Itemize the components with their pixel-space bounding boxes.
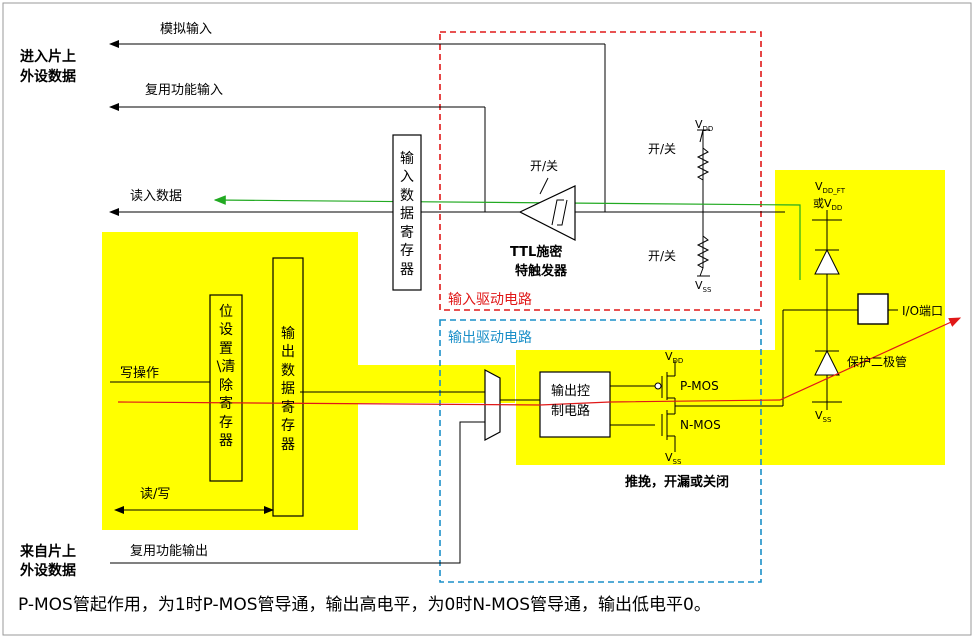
alt-func-output-label: 复用功能输出: [130, 544, 209, 559]
peripheral-in-label-2: 外设数据: [20, 69, 76, 85]
output-mosfets: [610, 310, 784, 452]
peripheral-out-label-2: 外设数据: [20, 563, 76, 579]
output-data-register-box: [272, 257, 304, 517]
input-driver-box: [439, 31, 762, 311]
alt-func-input-label: 复用功能输入: [145, 83, 224, 98]
input-data-register-label: 输入数据寄存器: [400, 151, 414, 278]
input-wires: [109, 40, 785, 268]
ttl-schmitt-label-2: 特触发器: [515, 264, 568, 279]
nmos-vss-label: VSS: [665, 451, 682, 467]
protect-vss-label: VSS: [815, 409, 832, 425]
peripheral-out-label-1: 来自片上: [20, 544, 76, 560]
output-wires: [110, 381, 540, 564]
peripheral-in-label-1: 进入片上: [20, 49, 76, 65]
caption: P-MOS管起作用，为1时P-MOS管导通，输出高电平，为0时N-MOS管导通，…: [18, 595, 711, 615]
io-pin-label: I/O端口: [902, 304, 944, 318]
protect-diode-label: 保护二极管: [847, 355, 908, 369]
io-pin-pad: [857, 293, 889, 325]
input-driver-label: 输入驱动电路: [448, 292, 532, 308]
analog-input-label: 模拟输入: [160, 22, 213, 37]
bit-set-clear-register-box: [209, 294, 243, 482]
pullup-vdd-label: VDD: [695, 118, 714, 134]
vdd-ft-or-label: 或VDD: [813, 197, 843, 213]
switch-bottom-label: 开/关: [648, 249, 677, 263]
pmos-vdd-label: VDD: [665, 350, 684, 366]
vdd-ft-label: VDD_FT: [815, 180, 845, 196]
ttl-schmitt-label-1: TTL施密: [510, 245, 563, 260]
schmitt-trigger-icon: [518, 177, 576, 241]
output-data-register-label: 输出数据寄存器: [281, 326, 295, 453]
write-op-label: 写操作: [120, 366, 160, 381]
pmos-label: P-MOS: [680, 379, 719, 393]
pulldown-vss-label: VSS: [695, 279, 712, 295]
read-data-label: 读入数据: [130, 189, 183, 204]
switch-top-label: 开/关: [648, 142, 677, 156]
output-control-label-2: 制电路: [551, 404, 591, 419]
output-driver-box: [439, 319, 762, 583]
push-pull-note: 推挽，开漏或关闭: [625, 475, 730, 490]
bit-set-clear-register-label: 位设置\清除寄存器: [216, 304, 236, 450]
io-protection: [783, 210, 898, 410]
schmitt-switch-label: 开/关: [530, 159, 559, 173]
nmos-label: N-MOS: [680, 418, 721, 432]
read-write-label: 读/写: [140, 487, 171, 502]
output-control-label-1: 输出控: [551, 384, 591, 399]
write-path: [117, 317, 962, 406]
output-driver-label: 输出驱动电路: [448, 330, 532, 346]
input-data-register-box: [392, 134, 422, 291]
pull-resistors: [696, 129, 710, 277]
